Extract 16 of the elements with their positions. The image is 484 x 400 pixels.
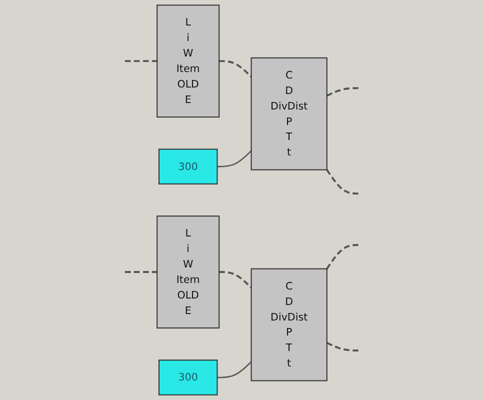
connector — [326, 244, 360, 270]
connector — [217, 150, 252, 168]
connector — [217, 361, 252, 378]
connector — [326, 342, 360, 352]
node-box: 300 — [158, 360, 218, 396]
node-box: L i W Item OLD E — [156, 216, 220, 328]
connector — [219, 271, 252, 288]
node-box: C D DivDist P T t — [250, 57, 328, 170]
connector — [124, 271, 158, 273]
connector — [326, 87, 360, 97]
connector — [326, 169, 360, 195]
node-box: 300 — [158, 148, 218, 184]
node-box: C D DivDist P T t — [250, 268, 328, 382]
connector — [124, 60, 158, 62]
node-box: L i W Item OLD E — [156, 4, 220, 118]
connector — [219, 60, 252, 78]
